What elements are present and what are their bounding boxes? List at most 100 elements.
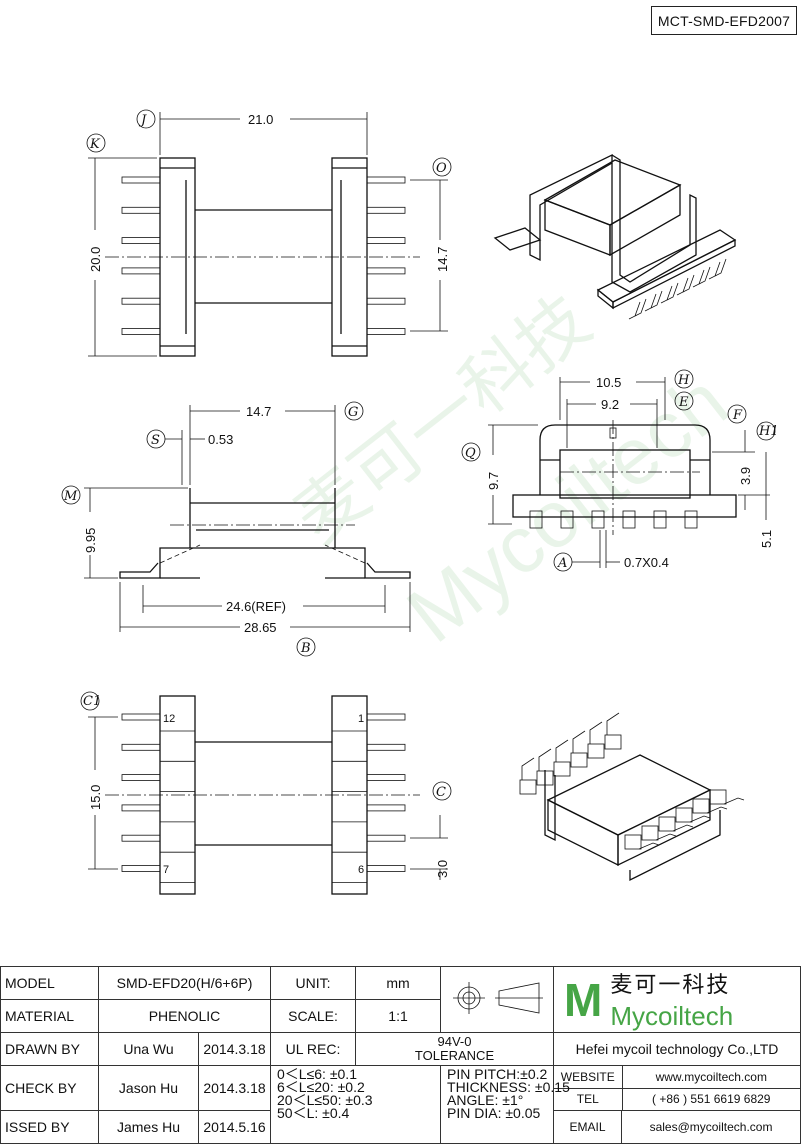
drawing-code: MCT-SMD-EFD2007 (651, 6, 797, 35)
pin-label-6: 6 (358, 864, 364, 876)
end-view: 10.5 9.2 9.7 3.9 5.1 0.7X0.4 H E F H1 Q … (461, 369, 779, 572)
svg-text:K: K (89, 137, 101, 152)
end-pin (622, 510, 636, 529)
top-dim-height: 20.0 (88, 247, 103, 272)
iso-pad (553, 761, 571, 777)
pin-right (366, 713, 406, 721)
drawn-by-value: Una Wu (98, 1032, 199, 1066)
company-name-en: Mycoiltech (610, 1001, 734, 1031)
row-label-drawn-by: DRAWN BY (0, 1032, 99, 1066)
tolerance-left: 0＜L≤6: ±0.1 6＜L≤20: ±0.2 20＜L≤50: ±0.3 5… (270, 1065, 442, 1144)
iso-pin (634, 298, 647, 317)
svg-text:A: A (557, 556, 567, 571)
iso-pin (723, 797, 745, 805)
pin-right (366, 206, 406, 214)
check-by-value: Jason Hu (98, 1065, 199, 1111)
marker-b: B (296, 637, 316, 657)
pin-right (366, 267, 406, 275)
issued-by-value: James Hu (98, 1110, 199, 1144)
marker-h1: H1 (756, 421, 779, 441)
pin-right (366, 743, 406, 751)
end-dim-height: 9.7 (486, 472, 501, 490)
svg-text:C1: C1 (83, 694, 101, 709)
pin-left (121, 774, 161, 781)
ul-rec-value: 94V-0 (437, 1034, 472, 1049)
iso-pad (587, 743, 605, 759)
check-by-date: 2014.3.18 (197, 1065, 272, 1111)
side-view: 14.7 0.53 9.95 24.6(REF) 28.65 S G M B (61, 401, 411, 657)
tol-right-3: ANGLE: ±1° (447, 1092, 524, 1108)
pin-left (121, 328, 161, 335)
iso-pad (692, 798, 710, 814)
watermark: 麦可一科技 Mycoiltech (280, 281, 743, 659)
svg-text:O: O (436, 161, 447, 176)
end-dim-pin: 0.7X0.4 (624, 555, 669, 570)
iso-pin (666, 282, 679, 301)
pin-left (121, 743, 161, 751)
top-dim-pin-span: 14.7 (435, 247, 450, 272)
iso-pin (606, 712, 620, 735)
end-dim-mid: 3.9 (738, 467, 753, 485)
tolerance-right: PIN PITCH:±0.2 THICKNESS: ±0.15 ANGLE: ±… (440, 1065, 570, 1144)
pin-left (121, 834, 161, 842)
iso-pin (689, 815, 711, 823)
marker-o: O (432, 157, 452, 177)
tol-right-2: THICKNESS: ±0.15 (447, 1079, 570, 1095)
pin-left (121, 206, 161, 214)
side-dim-flange: 0.53 (208, 432, 233, 447)
iso-pin (698, 266, 711, 285)
model-value: SMD-EFD20(H/6+6P) (97, 966, 272, 1000)
svg-text:H: H (677, 373, 690, 388)
iso-pin (555, 739, 569, 762)
row-label-model: MODEL (0, 966, 99, 1000)
svg-text:H1: H1 (758, 424, 779, 439)
svg-text:M: M (63, 489, 78, 504)
contact-tel-value: ( +86 ) 551 6619 6829 (652, 1092, 771, 1107)
marker-c1: C1 (80, 691, 101, 711)
iso-pin (708, 261, 721, 280)
top-view: 21.0 20.0 14.7 J K O (86, 109, 452, 357)
iso-pin (660, 285, 673, 304)
pin-right (366, 176, 406, 184)
contact-tel-key: TEL (554, 1088, 623, 1110)
iso-pin (572, 730, 586, 753)
iso-pin (650, 290, 663, 309)
svg-text:S: S (151, 433, 160, 448)
iso-pad (641, 825, 659, 841)
iso-pad (536, 770, 554, 786)
end-pin (653, 510, 667, 529)
pin-left (121, 713, 161, 721)
side-dim-height: 9.95 (83, 528, 98, 553)
iso-pad (570, 752, 588, 768)
marker-m: M (61, 485, 81, 505)
iso-pin (628, 301, 641, 320)
pin-label-1: 1 (358, 713, 364, 725)
contact-email-key: EMAIL (553, 1110, 623, 1144)
pin-right (366, 237, 406, 245)
side-dim-ref: 24.6(REF) (226, 599, 286, 614)
tol-right-1: PIN PITCH:±0.2 (447, 1066, 548, 1082)
unit-key: UNIT: (270, 966, 357, 1000)
side-dim-overall: 28.65 (244, 620, 277, 635)
marker-e: E (674, 391, 694, 411)
pin-right (366, 804, 406, 812)
end-pin (560, 510, 574, 529)
iso-pin (589, 721, 603, 744)
row-label-check-by: CHECK BY (0, 1065, 99, 1111)
iso-pin (644, 293, 657, 312)
tol-left-1: 0＜L≤6: ±0.1 (277, 1066, 357, 1082)
title-block-table: MODEL SMD-EFD20(H/6+6P) UNIT: mm M 麦可一科技… (0, 966, 801, 1144)
marker-a: A (553, 552, 573, 572)
marker-k: K (86, 133, 106, 153)
isometric-bottom (519, 712, 745, 882)
tol-right-4: PIN DIA: ±0.05 (447, 1105, 541, 1121)
iso-pad (709, 789, 727, 805)
svg-text:Q: Q (465, 446, 476, 461)
company-full-name: Hefei mycoil technology Co.,LTD (553, 1032, 801, 1066)
drawn-by-date: 2014.3.18 (197, 1032, 272, 1066)
row-label-material: MATERIAL (0, 999, 99, 1033)
iso-pin (638, 842, 660, 850)
ul-rec-cell: 94V-0 TOLERANCE (355, 1032, 555, 1066)
svg-text:C: C (436, 785, 446, 800)
